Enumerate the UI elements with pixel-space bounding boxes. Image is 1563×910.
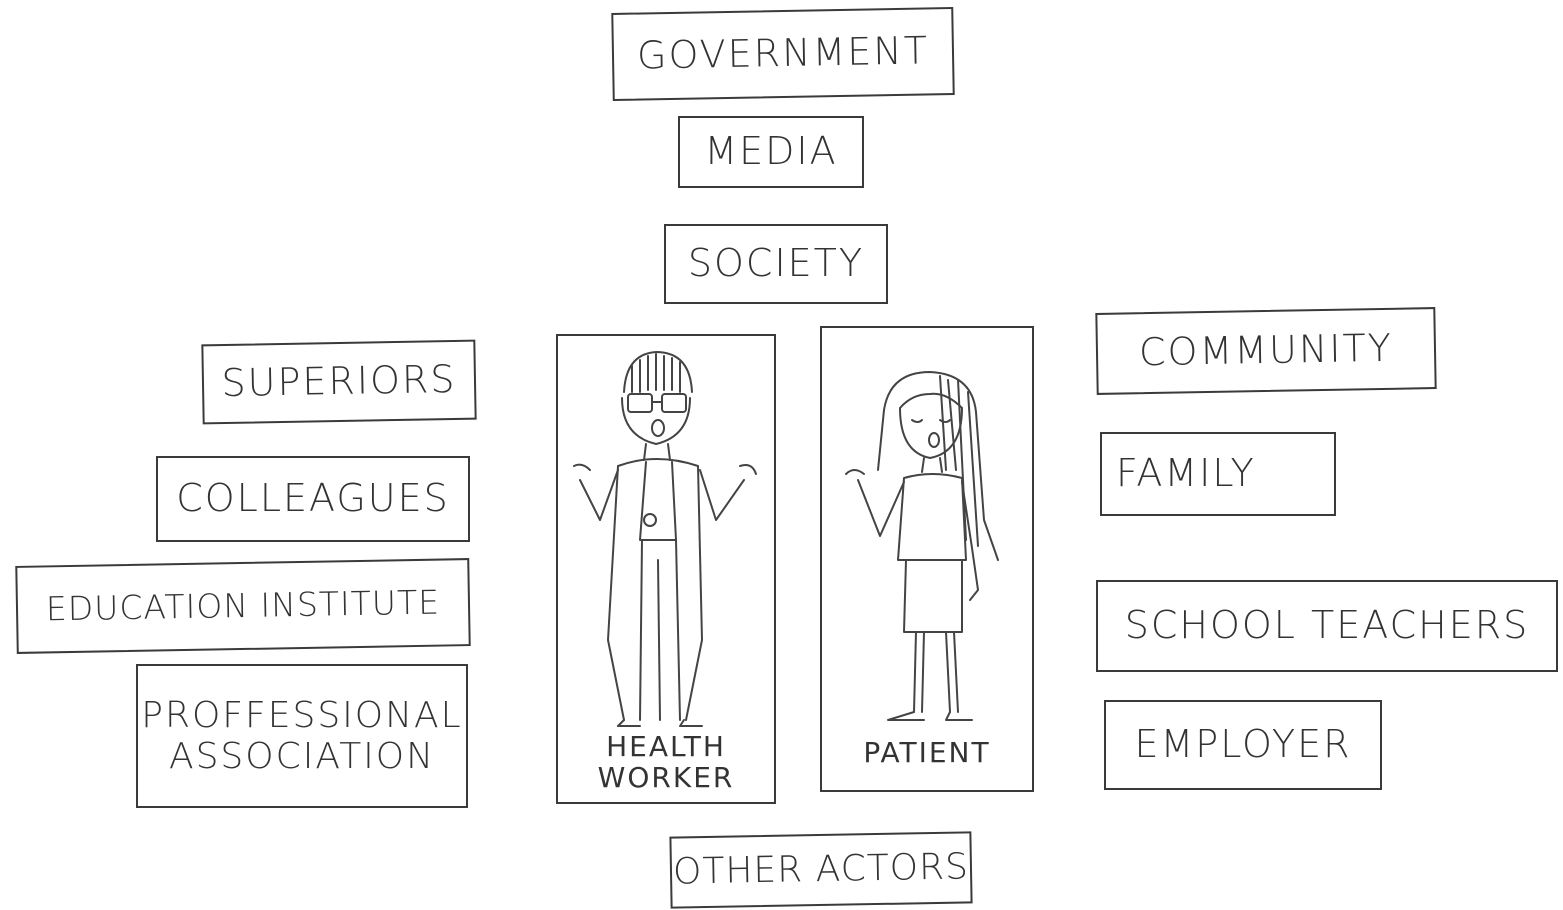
society-box: SOCIETY xyxy=(664,224,888,304)
employer-box: EMPLOYER xyxy=(1104,700,1382,790)
school-teachers-box: SCHOOL TEACHERS xyxy=(1096,580,1558,672)
other-actors-box: OTHER ACTORS xyxy=(669,831,973,909)
colleagues-label: COLLEAGUES xyxy=(176,476,450,521)
health-worker-figure xyxy=(573,351,757,727)
media-box: MEDIA xyxy=(678,116,864,188)
colleagues-box: COLLEAGUES xyxy=(156,456,470,542)
patient-label: PATIENT xyxy=(863,736,991,769)
family-label: FAMILY xyxy=(1116,451,1256,496)
employer-label: EMPLOYER xyxy=(1134,722,1352,767)
professional-association-label: PROFFESSIONAL ASSOCIATION xyxy=(141,694,463,777)
professional-association-box: PROFFESSIONAL ASSOCIATION xyxy=(136,664,468,808)
health-worker-label: HEALTH WORKER xyxy=(597,730,735,794)
society-label: SOCIETY xyxy=(687,241,865,286)
family-box: FAMILY xyxy=(1100,432,1336,516)
media-label: MEDIA xyxy=(704,129,838,174)
patient-figure xyxy=(845,371,999,721)
other-actors-label: OTHER ACTORS xyxy=(672,846,970,893)
school-teachers-label: SCHOOL TEACHERS xyxy=(1124,603,1530,648)
